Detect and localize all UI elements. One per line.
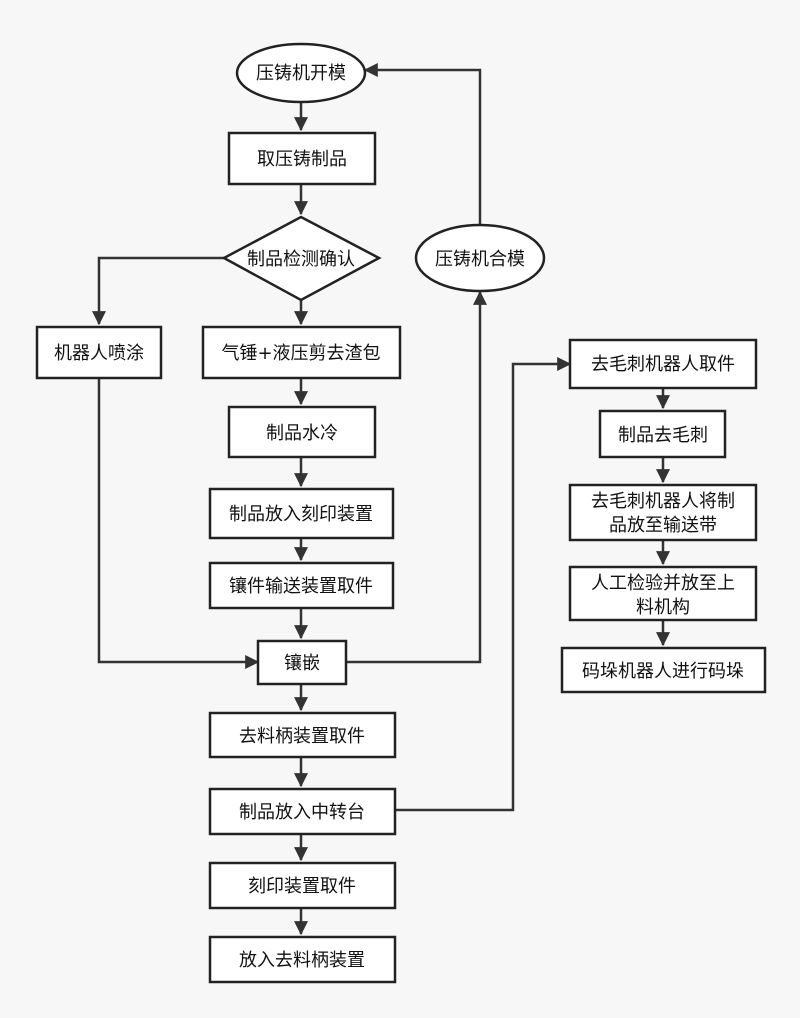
process-box <box>568 483 758 542</box>
process-box <box>208 487 395 540</box>
terminal-shape <box>414 223 546 293</box>
node-inspect: 制品检测确认 <box>221 215 382 302</box>
edge-close-to-open <box>363 63 482 224</box>
node-manual-check-label-line1: 人工检验并放至上 <box>591 573 735 594</box>
node-inspect-label: 制品检测确认 <box>247 249 355 270</box>
node-deslag-label: 气锤+液压剪去渣包 <box>221 343 380 364</box>
node-palletize-label: 码垛机器人进行码垛 <box>582 661 744 682</box>
edge-transfer-to-deburr-pick <box>395 357 572 812</box>
node-deburr-pick-label: 去毛刺机器人取件 <box>591 354 735 375</box>
node-palletize: 码垛机器人进行码垛 <box>560 646 767 694</box>
node-deslag: 气锤+液压剪去渣包 <box>201 325 402 380</box>
node-robot-spray: 机器人喷涂 <box>35 325 163 380</box>
node-degate-pick-label: 去料柄装置取件 <box>239 726 365 747</box>
process-box <box>208 711 397 759</box>
node-open-mold: 压铸机开模 <box>235 42 367 104</box>
node-marking-pick: 刻印装置取件 <box>208 861 397 910</box>
node-robot-spray-label: 机器人喷涂 <box>54 343 144 364</box>
node-deburr-place-label-line2: 品放至输送带 <box>609 515 717 536</box>
process-box <box>201 325 402 380</box>
node-insert-pick-label: 镶件输送装置取件 <box>229 576 373 597</box>
node-close-mold: 压铸机合模 <box>414 223 546 293</box>
edge-inspect-to-spray <box>92 256 224 326</box>
process-box <box>598 409 727 459</box>
node-deburr: 制品去毛刺 <box>598 409 727 459</box>
process-box <box>256 639 348 686</box>
node-manual-check: 人工检验并放至上 料机构 <box>568 565 758 622</box>
process-box <box>560 646 767 694</box>
node-to-degate: 放入去料柄装置 <box>208 935 397 984</box>
node-open-mold-label: 压铸机开模 <box>256 63 346 84</box>
node-to-marking: 制品放入刻印装置 <box>208 487 395 540</box>
node-inlay: 镶嵌 <box>256 639 348 686</box>
process-box <box>568 338 758 390</box>
process-box <box>35 325 163 380</box>
node-deburr-place: 去毛刺机器人将制 品放至输送带 <box>568 483 758 542</box>
process-box <box>227 131 377 186</box>
node-insert-pick: 镶件输送装置取件 <box>208 561 395 610</box>
edges <box>92 63 670 936</box>
node-to-degate-label: 放入去料柄装置 <box>239 950 365 971</box>
decision-diamond <box>221 215 382 302</box>
node-degate-pick: 去料柄装置取件 <box>208 711 397 759</box>
node-take-part-label: 取压铸制品 <box>257 149 347 170</box>
process-box <box>208 561 395 610</box>
node-manual-check-label-line2: 料机构 <box>636 597 690 618</box>
process-box <box>208 861 397 910</box>
node-water-cool-label: 制品水冷 <box>266 423 338 444</box>
node-to-transfer: 制品放入中转台 <box>208 787 397 836</box>
node-to-transfer-label: 制品放入中转台 <box>239 802 365 823</box>
node-deburr-place-label-line1: 去毛刺机器人将制 <box>591 491 735 512</box>
terminal-shape <box>235 42 367 104</box>
node-deburr-pick: 去毛刺机器人取件 <box>568 338 758 390</box>
process-box <box>208 787 397 836</box>
node-deburr-label: 制品去毛刺 <box>618 425 708 446</box>
node-to-marking-label: 制品放入刻印装置 <box>229 504 373 525</box>
process-box <box>568 565 758 622</box>
node-water-cool: 制品水冷 <box>227 405 377 459</box>
edge-inlay-to-close <box>346 290 487 664</box>
node-take-part: 取压铸制品 <box>227 131 377 186</box>
process-box <box>208 935 397 984</box>
node-close-mold-label: 压铸机合模 <box>435 249 525 270</box>
node-inlay-label: 镶嵌 <box>284 653 320 674</box>
node-marking-pick-label: 刻印装置取件 <box>248 876 356 897</box>
process-box <box>227 405 377 459</box>
edge-spray-to-inlay <box>97 378 260 669</box>
